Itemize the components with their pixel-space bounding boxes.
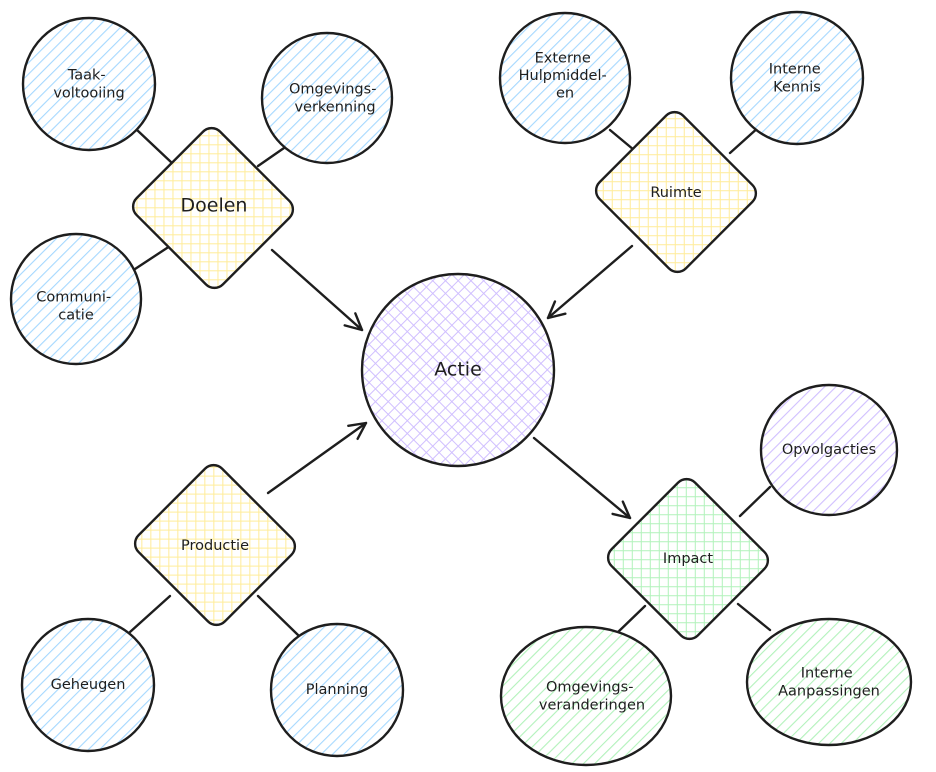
node-geheugen-label: Geheugen	[51, 677, 126, 693]
node-impact[interactable]: Impact	[603, 474, 773, 644]
node-communicatie[interactable]: Communi- catie	[9, 232, 143, 366]
edge-externe-ruimte	[608, 128, 636, 152]
arrow-ruimte-actie	[546, 244, 634, 320]
edge-taakvoltooiing-doelen	[135, 128, 174, 165]
node-doelen-label: Doelen	[181, 195, 248, 217]
node-ruimte-label: Ruimte	[650, 185, 701, 201]
node-actie[interactable]: Actie	[360, 272, 556, 468]
node-interne-kennis-label: Interne Kennis	[769, 61, 826, 95]
arrow-doelen-actie	[270, 248, 364, 332]
node-omgevingsveranderingen-label: Omgevings- veranderingen	[539, 679, 645, 713]
node-externe-hulpmiddelen[interactable]: Externe Hulpmiddel- en	[498, 11, 632, 145]
node-taakvoltooiing-label: Taak- voltooiing	[53, 67, 124, 101]
node-geheugen[interactable]: Geheugen	[20, 617, 156, 753]
node-actie-label: Actie	[434, 359, 482, 381]
edge-communicatie-doelen	[130, 244, 172, 273]
arrows	[266, 244, 634, 520]
node-planning-label: Planning	[306, 682, 368, 698]
node-opvolgacties-label: Opvolgacties	[782, 442, 876, 458]
node-omgevingsverkenning[interactable]: Omgevings- verkenning	[260, 31, 394, 165]
node-planning[interactable]: Planning	[269, 622, 405, 758]
node-opvolgacties[interactable]: Opvolgacties	[759, 383, 899, 517]
edge-interne-kennis-ruimte	[728, 124, 762, 155]
arrow-actie-impact	[532, 436, 632, 520]
node-communicatie-label: Communi- catie	[36, 289, 116, 323]
connectors	[128, 124, 772, 637]
node-omgevingsveranderingen[interactable]: Omgevings- veranderingen	[499, 625, 673, 767]
edge-impact-interne-aanpassingen	[736, 602, 772, 632]
edge-omgevingsverkenning-doelen	[256, 146, 286, 168]
node-productie[interactable]: Productie	[130, 460, 300, 630]
node-interne-aanpassingen-label: Interne Aanpassingen	[778, 665, 880, 699]
node-productie-label: Productie	[181, 538, 249, 554]
node-interne-kennis[interactable]: Interne Kennis	[729, 10, 865, 146]
node-omgevingsverkenning-label: Omgevings- verkenning	[289, 81, 381, 115]
node-impact-label: Impact	[663, 551, 713, 567]
node-externe-hulpmiddelen-label: Externe Hulpmiddel- en	[519, 51, 612, 102]
arrow-productie-actie	[266, 421, 368, 495]
edge-impact-omgevingsveranderingen	[614, 604, 647, 636]
edge-impact-opvolgacties	[738, 485, 772, 518]
node-ruimte[interactable]: Ruimte	[591, 107, 761, 277]
edge-productie-planning	[256, 594, 300, 637]
node-interne-aanpassingen[interactable]: Interne Aanpassingen	[745, 617, 913, 747]
edge-productie-geheugen	[128, 594, 172, 634]
node-taakvoltooiing[interactable]: Taak- voltooiing	[21, 16, 157, 152]
node-doelen[interactable]: Doelen	[128, 123, 298, 293]
